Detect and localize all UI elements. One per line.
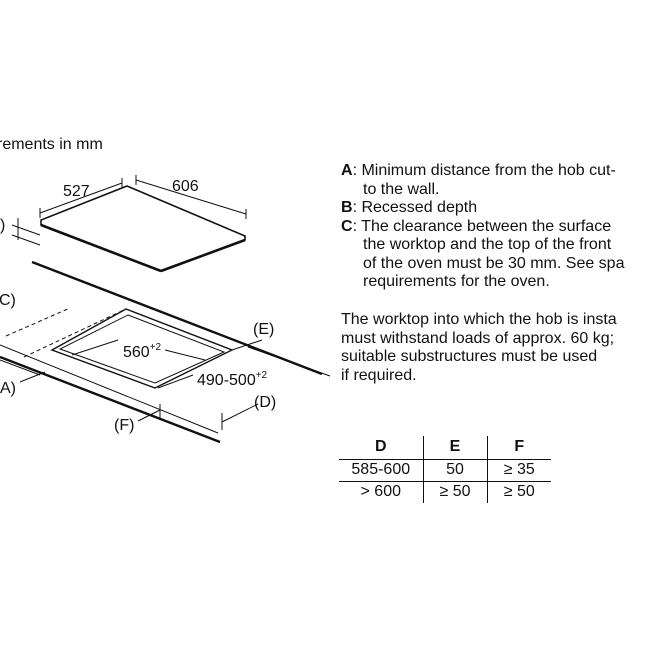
legend-text-b: : Recessed depth xyxy=(352,199,478,216)
distance-table: D E F 585-600 50 ≥ 35 > 600 ≥ 50 ≥ 50 xyxy=(339,436,551,503)
table-cell: ≥ 35 xyxy=(486,459,551,482)
legend-text-a: : Minimum distance from the hob cut- xyxy=(352,162,616,179)
legend-text-c-cont1: the worktop and the top of the front xyxy=(363,236,612,253)
table-header-d: D xyxy=(374,438,387,455)
label-a: A) xyxy=(0,380,16,397)
legend-item-c: C: The clearance between the surface xyxy=(341,218,655,237)
table-cell: 585-600 xyxy=(339,459,423,482)
cutout-depth-dimension: 560+2 xyxy=(123,342,162,361)
depth-dimension: 527 xyxy=(63,183,90,200)
legend-text-a-cont: to the wall. xyxy=(363,180,440,198)
legend-key-a: A xyxy=(341,162,353,179)
label-b: ) xyxy=(0,217,5,234)
load-note-line1: The worktop into which the hob is insta xyxy=(341,311,617,328)
table-header-e: E xyxy=(422,436,487,460)
table-row: > 600 ≥ 50 ≥ 50 xyxy=(339,481,551,503)
legend-text-c-cont3: requirements for the oven. xyxy=(363,273,550,290)
table-cell: 50 xyxy=(422,459,487,482)
cutout-depth-base: 560 xyxy=(123,344,150,361)
label-e: (E) xyxy=(253,321,274,338)
table-cell: ≥ 50 xyxy=(422,481,487,503)
label-c: C) xyxy=(0,292,16,309)
load-note: The worktop into which the hob is insta … xyxy=(341,311,617,385)
load-note-line2: must withstand loads of approx. 60 kg; xyxy=(341,329,615,347)
legend: A: Minimum distance from the hob cut- to… xyxy=(341,162,655,292)
legend-text-c-cont2: of the oven must be 30 mm. See spa xyxy=(363,254,625,272)
cutout-width-tolerance: +2 xyxy=(256,370,268,381)
cutout-width-base: 490-500 xyxy=(197,372,256,389)
load-note-line4: if required. xyxy=(341,366,417,384)
load-note-line3: suitable substructures must be used xyxy=(341,348,598,365)
cutout-width-dimension: 490-500+2 xyxy=(197,370,268,389)
hob-drawing xyxy=(11,175,247,273)
requirements-heading: rements in mm xyxy=(0,136,103,153)
cutout-depth-tolerance: +2 xyxy=(150,342,162,353)
table-header-row: D E F xyxy=(339,436,551,460)
width-dimension: 606 xyxy=(172,178,199,195)
legend-item-b: B: Recessed depth xyxy=(341,199,655,218)
legend-item-a: A: Minimum distance from the hob cut- xyxy=(341,162,655,181)
table-cell: > 600 xyxy=(339,481,423,503)
legend-key-c: C xyxy=(341,217,353,235)
table-cell: ≥ 50 xyxy=(486,481,551,503)
legend-key-b: B xyxy=(341,199,353,216)
label-d: (D) xyxy=(254,394,276,411)
table-header-f: F xyxy=(486,436,551,460)
legend-text-c: : The clearance between the surface xyxy=(352,217,612,235)
table-row: 585-600 50 ≥ 35 xyxy=(339,459,551,482)
worktop-drawing xyxy=(0,260,331,444)
label-f: (F) xyxy=(114,417,134,434)
